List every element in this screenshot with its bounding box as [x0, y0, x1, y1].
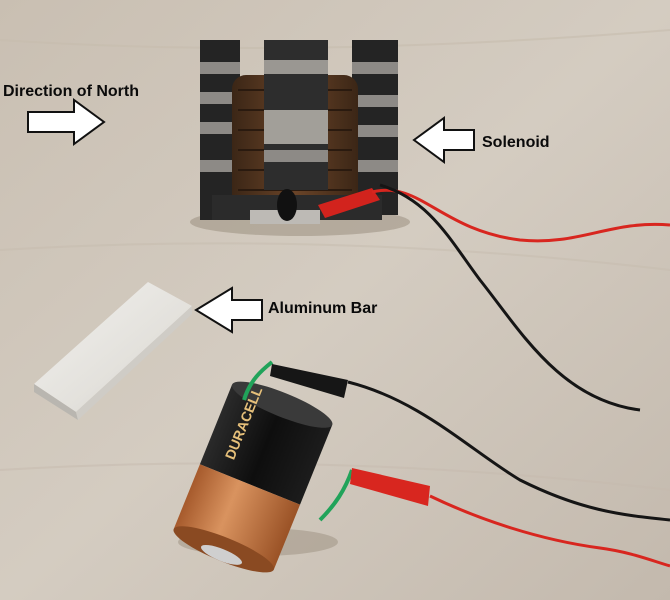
black-clip	[270, 364, 348, 398]
solenoid-device	[200, 40, 398, 224]
aluminum-arrow-icon	[194, 286, 263, 334]
red-clip	[350, 468, 430, 506]
solenoid-label: Solenoid	[482, 134, 550, 151]
solenoid-arrow-icon	[412, 116, 475, 164]
black-wire-top	[379, 183, 641, 412]
red-wire-top	[371, 188, 670, 243]
aluminum-bar	[34, 282, 192, 420]
north-arrow-icon	[27, 98, 106, 146]
aluminum-bar-label: Aluminum Bar	[268, 300, 378, 317]
direction-of-north-label: Direction of North	[3, 83, 139, 100]
battery: DURACELL	[173, 381, 333, 573]
